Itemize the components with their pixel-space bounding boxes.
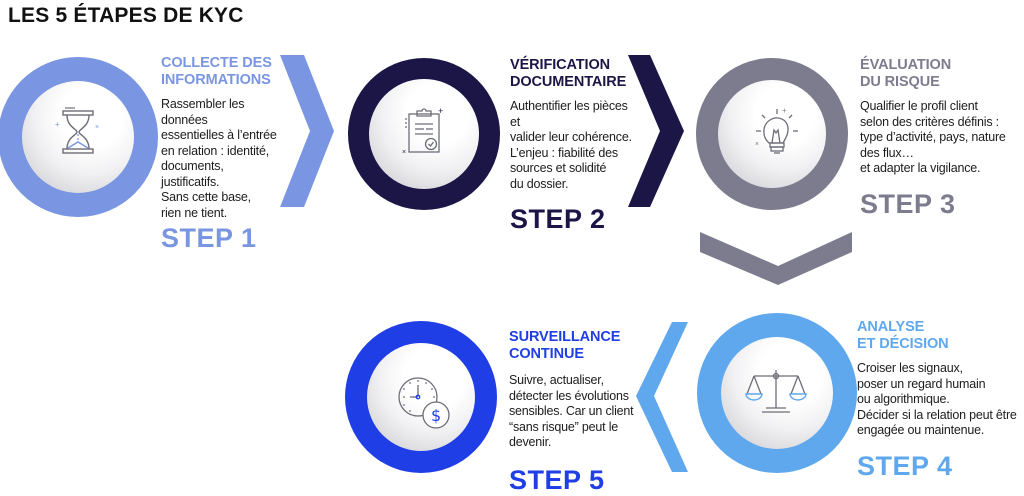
hourglass-icon: + × — [55, 107, 99, 154]
step-5-description: Suivre, actualiser, détecter les évoluti… — [509, 373, 634, 449]
chevron-left-icon — [636, 322, 688, 472]
step-4: ANALYSE ET DÉCISION Croiser les signaux,… — [857, 319, 1024, 482]
step-2-label: STEP 2 — [510, 204, 606, 234]
step-5-label: STEP 5 — [509, 464, 605, 495]
svg-text:+: + — [438, 108, 443, 116]
step-5-sphere — [367, 343, 475, 451]
svg-text:×: × — [755, 141, 759, 148]
step-2-description: Authentifier les pièces et valider leur … — [510, 99, 632, 191]
step-4-title: ANALYSE ET DÉCISION — [857, 319, 949, 352]
step-2-title: VÉRIFICATION DOCUMENTAIRE — [510, 57, 627, 90]
step-1: COLLECTE DES INFORMATIONS Rassembler les… — [161, 55, 281, 254]
step-3-description: Qualifier le profil client selon des cri… — [860, 99, 1006, 175]
chevron-right-icon — [628, 55, 684, 207]
clock-dollar-icon: $ — [398, 377, 450, 429]
chevron-down-icon — [700, 232, 852, 285]
svg-text:+: + — [782, 106, 787, 115]
step-2: VÉRIFICATION DOCUMENTAIRE Authentifier l… — [510, 57, 640, 235]
step-5-title: SURVEILLANCE CONTINUE — [509, 329, 621, 362]
step-1-description: Rassembler les données essentielles à l’… — [161, 97, 277, 220]
step-5: SURVEILLANCE CONTINUE Suivre, actualiser… — [509, 329, 644, 496]
step-1-label: STEP 1 — [161, 223, 257, 253]
step-3-sphere — [718, 80, 826, 188]
step-4-label: STEP 4 — [857, 450, 953, 481]
step-1-title: COLLECTE DES INFORMATIONS — [161, 55, 272, 88]
clipboard-check-icon: + × — [402, 108, 443, 156]
chevron-right-icon — [280, 55, 334, 207]
svg-text:$: $ — [431, 406, 441, 425]
step-3: ÉVALUATION DU RISQUE Qualifier le profil… — [860, 57, 1024, 220]
step-4-sphere — [721, 337, 833, 449]
svg-text:×: × — [402, 149, 406, 156]
step-3-title: ÉVALUATION DU RISQUE — [860, 57, 952, 90]
page-title: LES 5 ÉTAPES DE KYC — [8, 4, 244, 27]
step-3-label: STEP 3 — [860, 188, 956, 219]
scales-icon — [745, 370, 807, 413]
step-4-description: Croiser les signaux, poser un regard hum… — [857, 361, 1017, 437]
svg-text:×: × — [95, 124, 99, 131]
lightbulb-icon: + × — [755, 106, 798, 154]
step-1-sphere — [22, 81, 134, 193]
svg-text:+: + — [55, 120, 60, 129]
